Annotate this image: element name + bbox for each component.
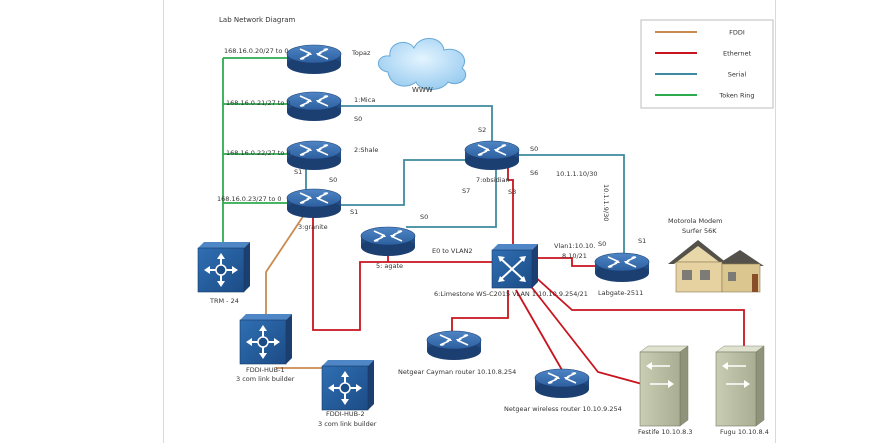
- builder1-label: 3 com link builder: [236, 375, 295, 383]
- e0-vlan2-label: E0 to VLAN2: [432, 247, 473, 255]
- obsidian-router[interactable]: [464, 140, 520, 171]
- diagram-title: Lab Network Diagram: [219, 16, 296, 24]
- ethernet-limestone-labgate: [536, 257, 596, 267]
- ring-label-2: 168.16.0.21/27 to 0: [226, 99, 291, 107]
- ethernet-limestone-festife: [525, 279, 643, 385]
- topaz-router[interactable]: [286, 44, 342, 75]
- ethernet-limestone-wireless: [515, 289, 563, 371]
- serial-net-label: 10.1.1.10/30: [556, 170, 597, 178]
- www-label: WWW: [412, 86, 433, 94]
- labgate-router[interactable]: [594, 252, 650, 283]
- page-left-border: [163, 0, 164, 443]
- shale-s1-label: S1: [294, 168, 302, 176]
- granite-s0-label: S0: [329, 176, 337, 184]
- shale-router[interactable]: [286, 140, 342, 171]
- fugu-server[interactable]: [715, 345, 765, 427]
- limestone-label: 6:Limestone WS-C2015 VLAN 1:10.10.9.254/…: [434, 290, 588, 298]
- labgate-label: Labgate-2511: [598, 289, 643, 297]
- ethernet-links: [312, 168, 745, 385]
- mica-router[interactable]: [286, 91, 342, 122]
- modem-label-2: Surfer 56K: [682, 227, 717, 235]
- topaz-label: Topaz: [351, 49, 371, 57]
- modem-label-1: Motorola Modem: [668, 217, 723, 225]
- festife-server[interactable]: [639, 345, 689, 427]
- legend-label-3: Token Ring: [718, 92, 754, 100]
- labgate-s0-label: S0: [598, 240, 606, 248]
- obsidian-s6-label: S6: [530, 169, 538, 177]
- obsidian-s0-label: S0: [530, 145, 538, 153]
- trm-hub[interactable]: [197, 241, 251, 293]
- fddi-granite-hub1: [265, 214, 305, 316]
- builder2-label: 3 com link builder: [318, 420, 377, 428]
- obsidian-s3-label: S3: [508, 188, 516, 196]
- labgate-s1-label: S1: [638, 237, 646, 245]
- trm-label: TRM - 24: [209, 297, 239, 305]
- vlan1-label: Vlan1:10.10.: [554, 242, 595, 250]
- vlan1b-label: 8.10/21: [562, 252, 587, 260]
- serial-obsidian-labgate: [518, 154, 625, 257]
- obsidian-s2-label: S2: [478, 126, 486, 134]
- legend-label-2: Serial: [728, 71, 747, 79]
- limestone-switch[interactable]: [491, 244, 538, 289]
- cayman-router[interactable]: [426, 330, 482, 361]
- ethernet-limestone-cayman: [451, 290, 509, 332]
- legend-label-0: FDDI: [729, 29, 745, 37]
- festife-label: Festife 10.10.8.3: [638, 428, 693, 436]
- granite-s1-label: S1: [350, 208, 358, 216]
- obsidian-s7-label: S7: [462, 187, 470, 195]
- granite-router[interactable]: [286, 188, 342, 219]
- mica-label: 1:Mica: [354, 96, 375, 104]
- cloud-icon: [378, 38, 467, 90]
- fugu-label: Fugu 10.10.8.4: [720, 428, 769, 436]
- agate-router[interactable]: [360, 226, 416, 257]
- wireless-label: Netgear wireless router 10.10.9.254: [504, 405, 622, 413]
- ethernet-limestone-fugu: [531, 273, 745, 350]
- serial-net-vertical: 10.1.1.9/30: [602, 184, 610, 221]
- ethernet-obsidian-limestone: [507, 168, 514, 246]
- ring-label-4: 168.16.0.23/27 to 0: [217, 195, 282, 203]
- serial-obsidian-agate: [406, 168, 497, 228]
- serial-granite-obsidian: [338, 159, 466, 206]
- mica-s0-label: S0: [354, 115, 362, 123]
- token-ring-links: [222, 57, 288, 248]
- house-icon[interactable]: [668, 240, 764, 293]
- ring-label-3: 168.16.0.22/27 to 0: [226, 149, 291, 157]
- ring-label-1: 168.16.0.20/27 to 0: [224, 47, 289, 55]
- legend-label-1: Ethernet: [723, 50, 751, 58]
- serial-mica-obsidian: [340, 105, 493, 143]
- agate-label: 5: agate: [376, 262, 403, 270]
- page-right-border: [775, 0, 776, 443]
- obsidian-label: 7:obsidian: [476, 176, 510, 184]
- granite-label: 3:granite: [298, 223, 328, 231]
- agate-s0-label: S0: [420, 213, 428, 221]
- cayman-label: Netgear Cayman router 10.10.8.254: [398, 368, 516, 376]
- fddi-hub1-label: FDDI-HUB-1: [246, 366, 285, 374]
- fddi-hub1[interactable]: [239, 313, 293, 365]
- ethernet-granite-limestone: [312, 215, 492, 331]
- fddi-hub2-label: FDDI-HUB-2: [326, 410, 365, 418]
- fddi-hub2[interactable]: [321, 359, 375, 411]
- serial-links: [305, 105, 625, 257]
- legend-box: [640, 19, 774, 109]
- shale-label: 2:Shale: [354, 146, 378, 154]
- wireless-router[interactable]: [534, 368, 590, 399]
